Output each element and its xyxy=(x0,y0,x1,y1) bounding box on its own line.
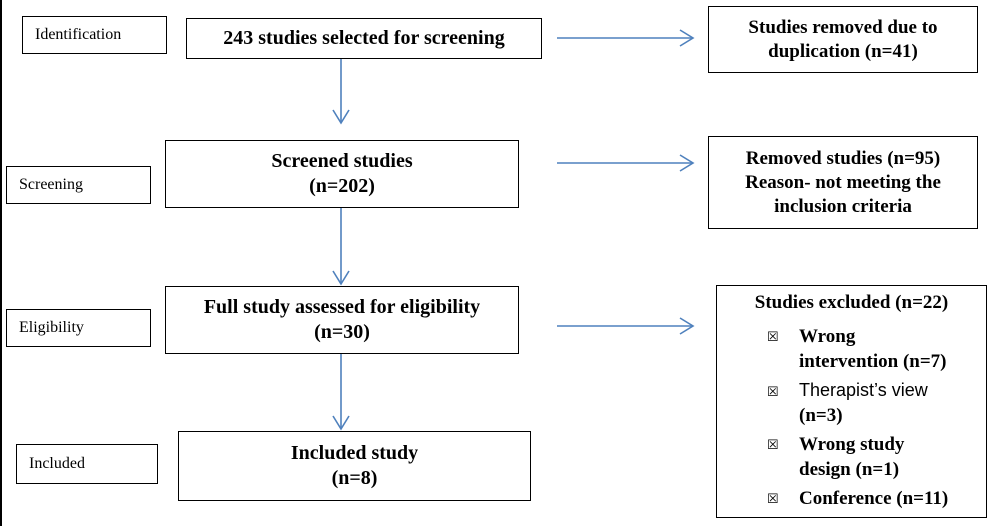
page-left-border xyxy=(0,0,2,526)
arrow-down-2-head xyxy=(332,270,350,286)
box-screened-studies: Screened studies (n=202) xyxy=(165,140,519,208)
removed-line2: Reason- not meeting the xyxy=(745,171,941,193)
excluded-item2-line1: Therapist’s view xyxy=(799,380,928,400)
stage-eligibility-label: Eligibility xyxy=(19,319,84,336)
box-removed-criteria: Removed studies (n=95) Reason- not meeti… xyxy=(708,136,978,229)
stage-eligibility: Eligibility xyxy=(6,309,151,347)
checkbox-bullet-icon: ☒ xyxy=(767,329,779,344)
arrow-right-2-head xyxy=(679,154,695,172)
box-included-line1: Included study xyxy=(290,442,419,464)
excluded-item1-line1: Wrong xyxy=(799,326,856,347)
stage-screening: Screening xyxy=(6,166,151,204)
box-screened-line1: Screened studies xyxy=(271,150,413,172)
removed-line3: inclusion criteria xyxy=(774,195,912,217)
excluded-title: Studies excluded (n=22) xyxy=(754,292,949,313)
box-included-line2: (n=8) xyxy=(331,467,378,489)
excluded-item4-line1: Conference (n=11) xyxy=(799,488,949,509)
excluded-item3-line2: design (n=1) xyxy=(799,459,900,480)
dup-line1: Studies removed due to xyxy=(748,16,938,38)
arrow-down-3-head xyxy=(332,415,350,431)
stage-identification-label: Identification xyxy=(35,26,122,43)
stage-included: Included xyxy=(16,444,158,484)
excluded-item1-line2: intervention (n=7) xyxy=(799,351,947,372)
box-selected-text: 243 studies selected for screening xyxy=(223,27,505,49)
excluded-item3-line1: Wrong study xyxy=(799,434,905,455)
arrow-right-3-head xyxy=(679,317,695,335)
checkbox-bullet-icon: ☒ xyxy=(767,384,779,399)
dup-line2: duplication (n=41) xyxy=(768,40,918,62)
box-studies-excluded: Studies excluded (n=22) ☒ Wrong interven… xyxy=(716,285,987,518)
box-included-study: Included study (n=8) xyxy=(178,431,531,501)
checkbox-bullet-icon: ☒ xyxy=(767,437,779,452)
checkbox-bullet-icon: ☒ xyxy=(767,491,779,506)
arrow-down-1-head xyxy=(332,109,350,125)
box-removed-duplication: Studies removed due to duplication (n=41… xyxy=(708,6,978,73)
stage-identification: Identification xyxy=(22,16,167,54)
stage-screening-label: Screening xyxy=(19,176,83,193)
box-assessed-line2: (n=30) xyxy=(314,321,370,343)
box-screened-line2: (n=202) xyxy=(309,175,375,197)
box-full-study-assessed: Full study assessed for eligibility (n=3… xyxy=(165,286,519,354)
box-assessed-line1: Full study assessed for eligibility xyxy=(203,296,481,318)
stage-included-label: Included xyxy=(29,455,85,472)
excluded-item2-line2: (n=3) xyxy=(799,405,843,426)
box-selected-for-screening: 243 studies selected for screening xyxy=(186,18,542,59)
removed-line1: Removed studies (n=95) xyxy=(745,147,941,169)
arrow-right-1-head xyxy=(679,29,695,47)
